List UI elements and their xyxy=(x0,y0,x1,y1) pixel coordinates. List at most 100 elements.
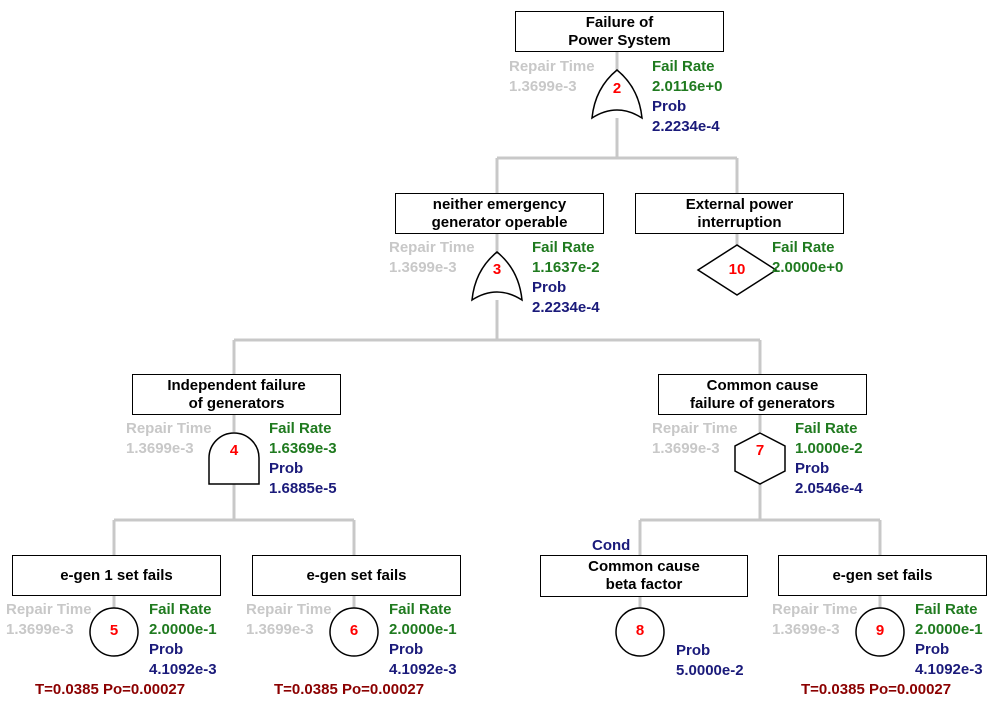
event-box-e-gen-set-fails[interactable]: e-gen set fails xyxy=(252,555,461,596)
repair-time-value: 1.3699e-3 xyxy=(6,621,74,638)
event-title-line: Failure of xyxy=(585,13,654,31)
event-box-common-cause-beta-factor[interactable]: Common cause beta factor xyxy=(540,555,748,597)
repair-time-value: 1.3699e-3 xyxy=(126,440,194,457)
event-box-external-power-interruption[interactable]: External power interruption xyxy=(635,193,844,234)
fail-rate-value: 2.0000e+0 xyxy=(772,259,844,276)
fail-rate-label: Fail Rate xyxy=(269,420,332,437)
repair-time-label: Repair Time xyxy=(509,58,595,75)
prob-label: Prob xyxy=(269,460,304,477)
fail-rate-prob: Fail Rate 1.1637e-2 Prob 2.2234e-4 xyxy=(532,238,600,318)
prob-value: 4.1092e-3 xyxy=(149,661,217,678)
fail-rate-label: Fail Rate xyxy=(915,601,978,618)
repair-time-label: Repair Time xyxy=(652,420,738,437)
gate-number: 2 xyxy=(612,80,622,97)
fail-rate-value: 1.1637e-2 xyxy=(532,259,600,276)
gate-number: 4 xyxy=(229,442,239,459)
event-title-line: beta factor xyxy=(605,576,683,593)
repair-time-label: Repair Time xyxy=(772,601,858,618)
gate-number: 5 xyxy=(109,622,119,639)
event-box-e-gen-1-set-fails[interactable]: e-gen 1 set fails xyxy=(12,555,221,596)
fail-rate-label: Fail Rate xyxy=(652,58,715,75)
basic-event-circle-icon[interactable] xyxy=(328,606,380,658)
repair-time-value: 1.3699e-3 xyxy=(652,440,720,457)
prob-value: 2.2234e-4 xyxy=(652,118,720,135)
repair-time-label: Repair Time xyxy=(246,601,332,618)
event-title-line: interruption xyxy=(697,213,782,231)
event-title-line: of generators xyxy=(188,394,285,412)
gate-number: 6 xyxy=(349,622,359,639)
basic-event-circle-icon[interactable] xyxy=(88,606,140,658)
event-box-independent-failure-of-generators[interactable]: Independent failure of generators xyxy=(132,374,341,415)
fail-rate-prob: Fail Rate 2.0000e+0 xyxy=(772,238,843,278)
prob-label: Prob xyxy=(532,279,567,296)
prob-label: Prob xyxy=(915,641,950,658)
conditional-label: Cond xyxy=(592,537,631,554)
event-title-line: Power System xyxy=(568,31,671,49)
basic-event-circle-icon[interactable] xyxy=(854,606,906,658)
event-title-line: Independent failure xyxy=(167,376,306,394)
repair-time: Repair Time 1.3699e-3 xyxy=(6,600,92,640)
repair-time: Repair Time 1.3699e-3 xyxy=(246,600,332,640)
and-gate-icon[interactable] xyxy=(207,431,261,486)
gate-number: 9 xyxy=(875,622,885,639)
event-box-e-gen-set-fails[interactable]: e-gen set fails xyxy=(778,555,987,596)
fail-rate-label: Fail Rate xyxy=(772,239,835,256)
repair-time: Repair Time 1.3699e-3 xyxy=(652,419,738,459)
test-interval-label: T=0.0385 Po=0.00027 xyxy=(274,681,425,698)
repair-time-label: Repair Time xyxy=(6,601,92,618)
prob-value: 1.6885e-5 xyxy=(269,480,337,497)
test-interval-label: T=0.0385 Po=0.00027 xyxy=(35,681,186,698)
prob-label: Prob xyxy=(149,641,184,658)
repair-time-label: Repair Time xyxy=(126,420,212,437)
repair-time-value: 1.3699e-3 xyxy=(772,621,840,638)
event-title-line: External power xyxy=(685,195,794,213)
prob-value: 2.2234e-4 xyxy=(532,299,600,316)
event-title-line: generator operable xyxy=(431,213,568,231)
fail-rate-value: 2.0000e-1 xyxy=(149,621,217,638)
fail-rate-value: 1.6369e-3 xyxy=(269,440,337,457)
prob-value: 4.1092e-3 xyxy=(915,661,983,678)
event-title-line: neither emergency xyxy=(432,195,567,213)
fail-rate-value: 1.0000e-2 xyxy=(795,440,863,457)
fail-rate-prob: Fail Rate 2.0000e-1 Prob 4.1092e-3 xyxy=(149,600,217,680)
event-title-line: e-gen 1 set fails xyxy=(60,566,173,584)
fail-rate-value: 2.0116e+0 xyxy=(652,78,723,95)
basic-event-circle-icon[interactable] xyxy=(614,606,666,658)
fail-rate-label: Fail Rate xyxy=(795,420,858,437)
prob-block: Prob 5.0000e-2 xyxy=(676,641,744,681)
gate-number: 10 xyxy=(728,261,746,278)
event-title-line: Common cause xyxy=(588,558,700,575)
event-title-line: Common cause xyxy=(706,376,819,394)
fail-rate-label: Fail Rate xyxy=(149,601,212,618)
event-title-line: e-gen set fails xyxy=(832,566,933,584)
event-title-line: e-gen set fails xyxy=(306,566,407,584)
fail-rate-value: 2.0000e-1 xyxy=(915,621,983,638)
gate-number: 8 xyxy=(635,622,645,639)
repair-time: Repair Time 1.3699e-3 xyxy=(772,600,858,640)
event-box-common-cause-failure-of-generators[interactable]: Common cause failure of generators xyxy=(658,374,867,415)
repair-time-value: 1.3699e-3 xyxy=(389,259,457,276)
prob-label: Prob xyxy=(389,641,424,658)
repair-time: Repair Time 1.3699e-3 xyxy=(126,419,212,459)
hexagon-gate-icon[interactable] xyxy=(733,431,787,486)
fail-rate-label: Fail Rate xyxy=(532,239,595,256)
fail-rate-prob: Fail Rate 2.0000e-1 Prob 4.1092e-3 xyxy=(389,600,457,680)
event-box-neither-emergency-generator-operable[interactable]: neither emergency generator operable xyxy=(395,193,604,234)
prob-label: Prob xyxy=(795,460,830,477)
repair-time-label: Repair Time xyxy=(389,239,475,256)
or-gate-icon[interactable] xyxy=(469,250,525,302)
fail-rate-value: 2.0000e-1 xyxy=(389,621,457,638)
test-interval-label: T=0.0385 Po=0.00027 xyxy=(801,681,952,698)
undeveloped-event-diamond-icon[interactable] xyxy=(696,243,778,297)
prob-value: 2.0546e-4 xyxy=(795,480,863,497)
event-box-failure-of-power-system[interactable]: Failure of Power System xyxy=(515,11,724,52)
gate-number: 3 xyxy=(492,261,502,278)
or-gate-icon[interactable] xyxy=(589,68,645,120)
repair-time: Repair Time 1.3699e-3 xyxy=(509,57,595,97)
prob-label: Prob xyxy=(652,98,687,115)
repair-time: Repair Time 1.3699e-3 xyxy=(389,238,475,278)
fail-rate-prob: Fail Rate 1.6369e-3 Prob 1.6885e-5 xyxy=(269,419,337,499)
prob-value: 5.0000e-2 xyxy=(676,662,744,679)
